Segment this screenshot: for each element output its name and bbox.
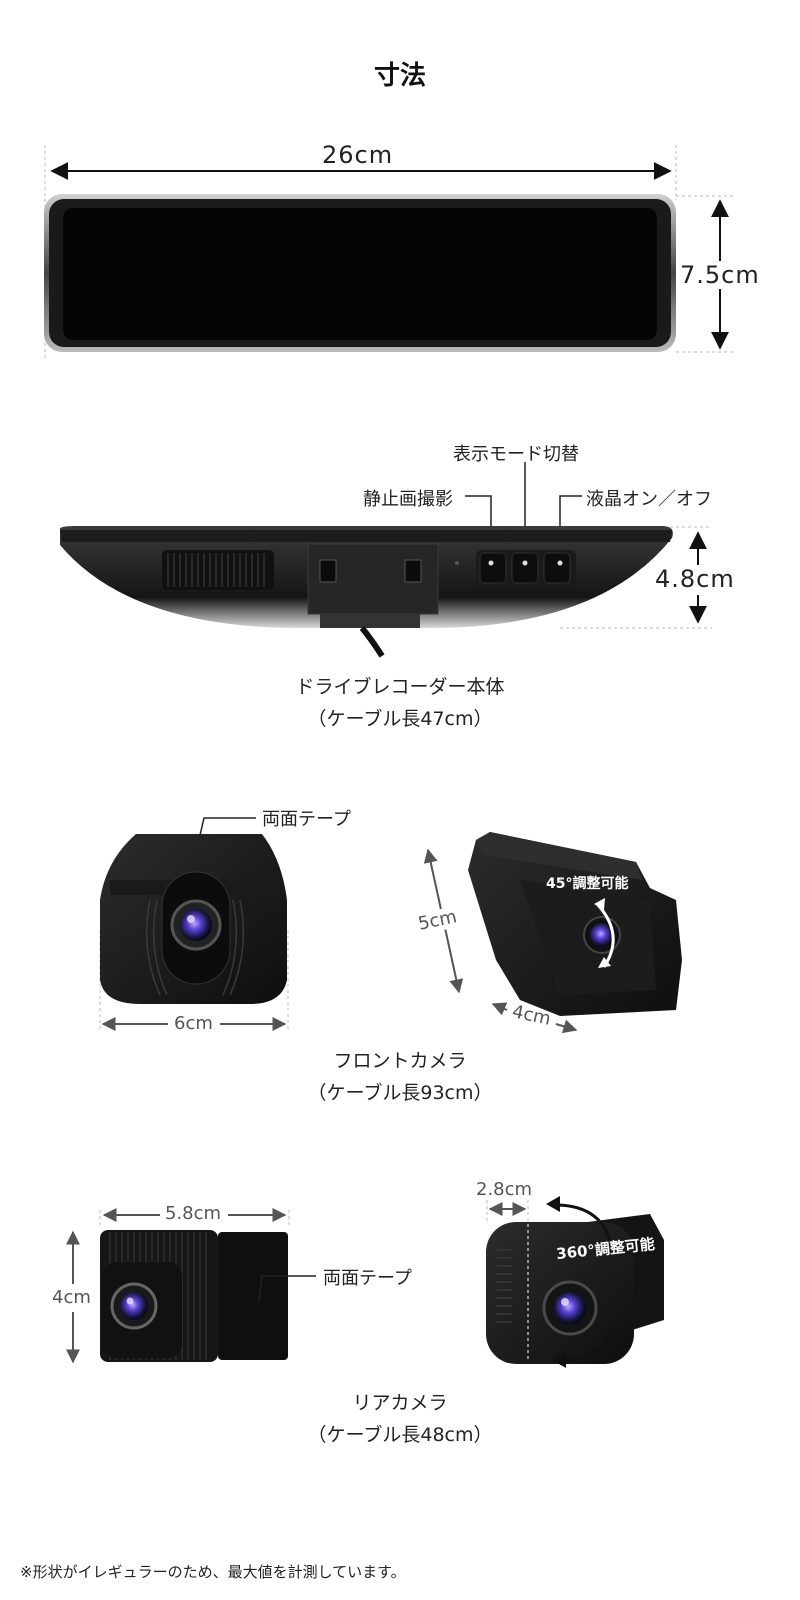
mirror-height-label: 7.5cm bbox=[680, 261, 760, 289]
front-tape-label: 両面テープ bbox=[262, 809, 351, 830]
rear-tape-label: 両面テープ bbox=[323, 1268, 412, 1289]
rear-camera-front-view bbox=[66, 1208, 316, 1364]
body-depth-label: 4.8cm bbox=[655, 565, 735, 593]
mirror-front-view bbox=[44, 145, 735, 360]
rear-thickness-label: 2.8cm bbox=[476, 1179, 533, 1200]
mirror-width-label: 26cm bbox=[322, 141, 394, 169]
display-mode-label: 表示モード切替 bbox=[453, 444, 579, 465]
footnote: ※形状がイレギュラーのため、最大値を計測しています。 bbox=[20, 1563, 406, 1581]
body-top-view bbox=[59, 462, 712, 658]
body-caption: ドライブレコーダー本体 （ケーブル長47cm） bbox=[0, 671, 800, 735]
rear-caption: リアカメラ （ケーブル長48cm） bbox=[0, 1387, 800, 1451]
front-width-label: 6cm bbox=[174, 1013, 213, 1034]
front-caption-title: フロントカメラ bbox=[333, 1050, 467, 1072]
rear-width-label: 5.8cm bbox=[165, 1203, 222, 1224]
mirror-screen bbox=[63, 208, 657, 340]
front-camera-front-view bbox=[99, 817, 289, 1031]
still-photo-label: 静止画撮影 bbox=[363, 489, 453, 510]
body-caption-title: ドライブレコーダー本体 bbox=[295, 676, 505, 698]
rear-camera-side-view bbox=[486, 1196, 664, 1368]
front-camera-side-view bbox=[423, 832, 682, 1034]
rear-caption-title: リアカメラ bbox=[352, 1392, 448, 1414]
rear-caption-cable: （ケーブル長48cm） bbox=[307, 1424, 493, 1446]
rear-height-label: 4cm bbox=[52, 1287, 91, 1308]
body-caption-cable: （ケーブル長47cm） bbox=[307, 708, 493, 730]
lcd-onoff-label: 液晶オン／オフ bbox=[586, 489, 712, 510]
page-title: 寸法 bbox=[373, 61, 426, 91]
front-caption-cable: （ケーブル長93cm） bbox=[307, 1082, 493, 1104]
front-adjust-label: 45°調整可能 bbox=[546, 876, 629, 892]
front-caption: フロントカメラ （ケーブル長93cm） bbox=[0, 1045, 800, 1109]
